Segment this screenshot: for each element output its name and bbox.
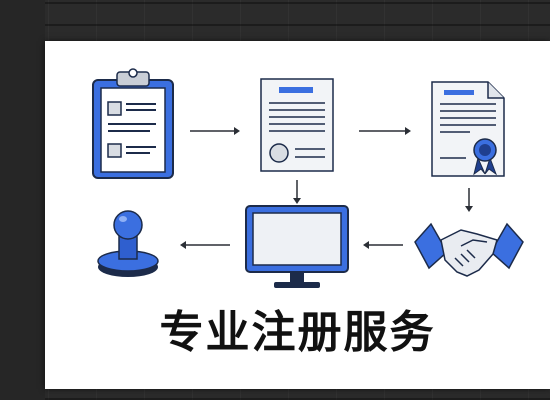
flow-arrow-down [465,188,473,212]
page-title: 专业注册服务 [159,307,436,358]
handshake-icon [414,222,524,277]
clipboard-form-icon [92,68,174,179]
flow-arrow-left [180,241,230,249]
computer-monitor-icon [245,205,349,288]
certificate-with-ribbon-icon [431,81,505,177]
flow-arrow-left [363,241,403,249]
flow-arrow-down [293,180,301,204]
brick-wall-background [0,0,45,400]
flow-arrow-right [190,127,240,135]
diagram-card: 专业注册服务 [45,41,550,389]
flow-arrow-right [359,127,411,135]
rubber-stamp-icon [97,210,159,277]
document-with-seal-icon [260,78,334,172]
